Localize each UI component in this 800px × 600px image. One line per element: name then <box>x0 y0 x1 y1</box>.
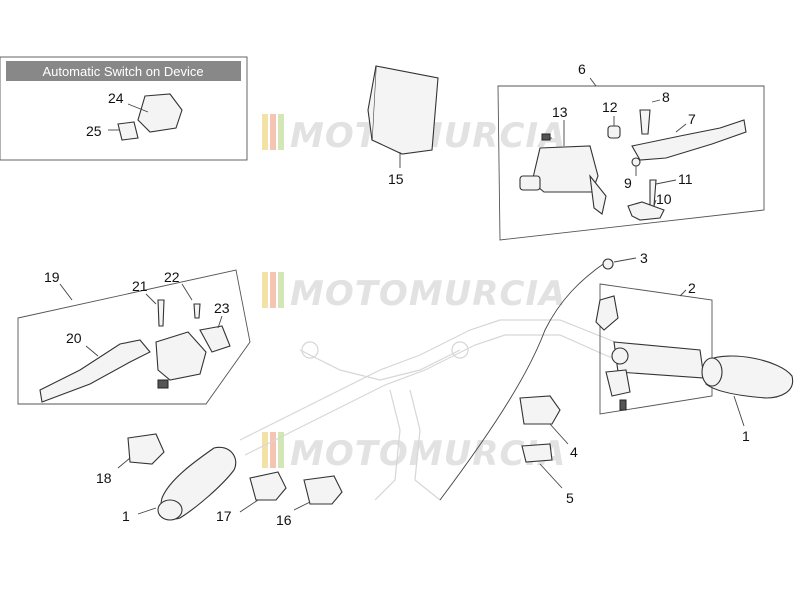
part-4-switch: 4 <box>519 395 578 460</box>
inset-automatic-switch: Automatic Switch on Device 24 25 <box>0 56 248 161</box>
part-5-bracket: 5 <box>521 443 574 506</box>
part-1-left-grip: 1 <box>122 446 237 524</box>
part-16-switch: 16 <box>276 475 343 528</box>
label-7: 7 <box>688 111 696 127</box>
part-22-screw <box>193 303 201 319</box>
group-2-frame <box>599 283 713 415</box>
part-7-brake-lever <box>631 119 747 161</box>
handlebar-frame-ghost <box>239 319 651 501</box>
part-17-switch: 17 <box>216 471 287 524</box>
watermark-text-3: MOTOMURCIA <box>290 434 566 474</box>
watermark-text-2: MOTOMURCIA <box>290 274 566 314</box>
label-13: 13 <box>552 104 568 120</box>
group-19-left-lever: 19 20 21 22 23 <box>17 269 251 405</box>
label-2: 2 <box>688 280 696 296</box>
label-9: 9 <box>624 175 632 191</box>
part-20-lever <box>39 339 151 403</box>
group-19-frame <box>17 269 251 405</box>
part-15-cover: 15 <box>367 65 439 187</box>
lever-holder <box>155 331 207 381</box>
label-19: 19 <box>44 269 60 285</box>
label-16: 16 <box>276 512 292 528</box>
part-10-bracket <box>627 201 665 221</box>
label-10: 10 <box>656 191 672 207</box>
label-15: 15 <box>388 171 404 187</box>
label-8: 8 <box>662 89 670 105</box>
part-21-bolt <box>157 299 165 327</box>
part-25-clip <box>117 121 139 141</box>
watermark-3: MOTOMURCIA <box>262 432 566 474</box>
group-6-frame <box>497 85 765 241</box>
inset-title-bar <box>6 61 241 81</box>
label-23: 23 <box>214 300 230 316</box>
inset-frame <box>0 56 248 161</box>
part-3-throttle-cable: 3 <box>439 250 648 501</box>
part-1-right-grip: 1 <box>701 355 794 444</box>
label-21: 21 <box>132 278 148 294</box>
label-17: 17 <box>216 508 232 524</box>
label-1a: 1 <box>742 428 750 444</box>
label-4: 4 <box>570 444 578 460</box>
part-9-washer <box>631 157 641 167</box>
label-18: 18 <box>96 470 112 486</box>
part-18-switch: 18 <box>96 433 165 486</box>
part-13-master-cylinder <box>531 145 599 193</box>
label-5: 5 <box>566 490 574 506</box>
part-24-switch-device <box>137 93 183 133</box>
watermark-2: MOTOMURCIA <box>262 272 566 314</box>
part-8-pin <box>639 109 651 135</box>
label-11: 11 <box>678 171 693 187</box>
group-6-brake-master: 6 13 12 8 7 9 11 10 <box>497 61 765 241</box>
label-3: 3 <box>640 250 648 266</box>
label-6: 6 <box>578 61 586 77</box>
part-23-clamp <box>199 325 231 353</box>
label-1b: 1 <box>122 508 130 524</box>
label-22: 22 <box>164 269 180 285</box>
label-25: 25 <box>86 123 102 139</box>
label-20: 20 <box>66 330 82 346</box>
group-2-throttle-assembly: 2 <box>595 280 713 415</box>
label-24: 24 <box>108 90 124 106</box>
watermark-group: MOTOMURCIA MOTOMURCIA MOTOMURCIA <box>262 114 566 474</box>
part-12-nut <box>607 125 621 139</box>
inset-title: Automatic Switch on Device <box>42 64 203 79</box>
label-12: 12 <box>602 99 618 115</box>
